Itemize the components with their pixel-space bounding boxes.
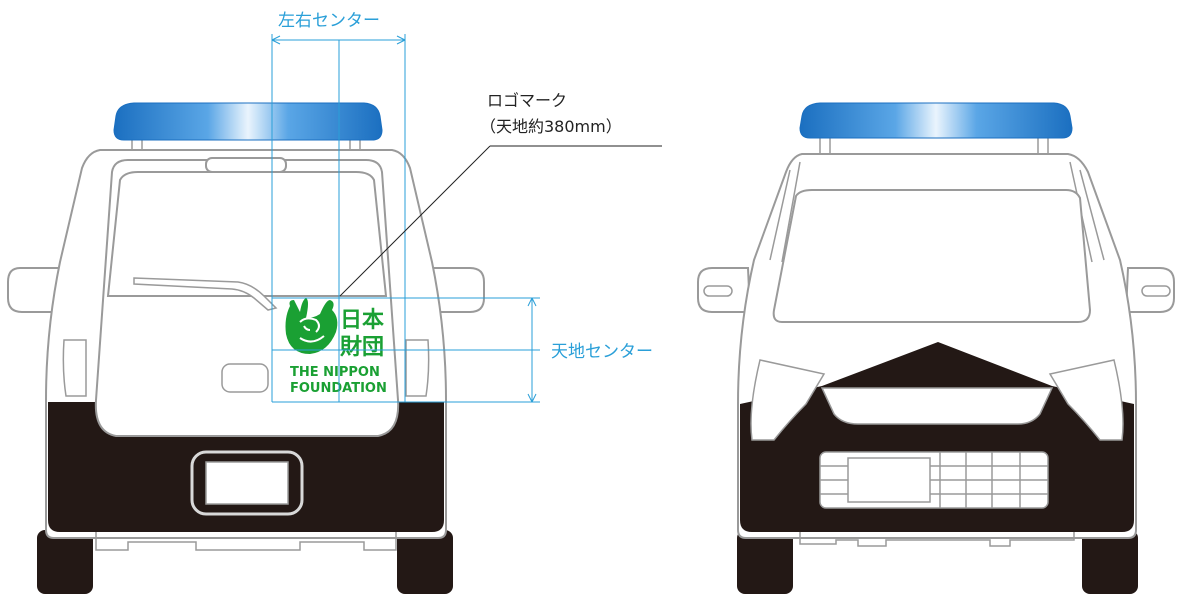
rear-door-handle bbox=[221, 363, 269, 393]
logo-jp-line1: 日本 bbox=[340, 308, 384, 333]
left-headlamp bbox=[750, 359, 826, 441]
windshield bbox=[772, 189, 1092, 323]
front-light-bar bbox=[799, 102, 1073, 155]
front-right-tire bbox=[1082, 530, 1138, 594]
rear-left-mirror bbox=[7, 267, 64, 313]
front-left-tire bbox=[737, 530, 793, 594]
upper-grille bbox=[820, 387, 1054, 425]
rear-right-lamp bbox=[405, 339, 430, 397]
front-undercarriage bbox=[799, 532, 1075, 547]
rear-brake-light bbox=[205, 157, 287, 173]
front-view-vehicle bbox=[697, 102, 1175, 594]
logo-jp-line2: 財団 bbox=[340, 335, 384, 360]
horizontal-center-label: 左右センター bbox=[278, 11, 380, 31]
rear-left-tire bbox=[37, 530, 93, 594]
rear-license-plate bbox=[205, 461, 289, 505]
rear-right-tire bbox=[397, 530, 453, 594]
nippon-foundation-logo: 日本 財団 THE NIPPON FOUNDATION bbox=[285, 298, 387, 396]
right-headlamp bbox=[1048, 359, 1124, 441]
logo-callout: ロゴマーク （天地約380mm） bbox=[339, 91, 662, 297]
logo-en-line1: THE NIPPON bbox=[290, 365, 380, 380]
callout-line2: （天地約380mm） bbox=[480, 117, 622, 136]
logo-en-line2: FOUNDATION bbox=[290, 381, 387, 396]
rear-light-bar bbox=[113, 102, 383, 151]
rear-left-lamp bbox=[62, 339, 87, 397]
dimension-guides bbox=[271, 34, 540, 403]
rear-window bbox=[106, 171, 388, 297]
vertical-center-label: 天地センター bbox=[551, 342, 653, 362]
rear-undercarriage bbox=[95, 532, 397, 551]
rear-wiper bbox=[133, 277, 278, 311]
front-license-plate bbox=[847, 457, 931, 503]
rear-view-vehicle bbox=[7, 102, 485, 594]
smile-mascot-icon bbox=[285, 298, 338, 354]
callout-line1: ロゴマーク bbox=[487, 91, 567, 110]
